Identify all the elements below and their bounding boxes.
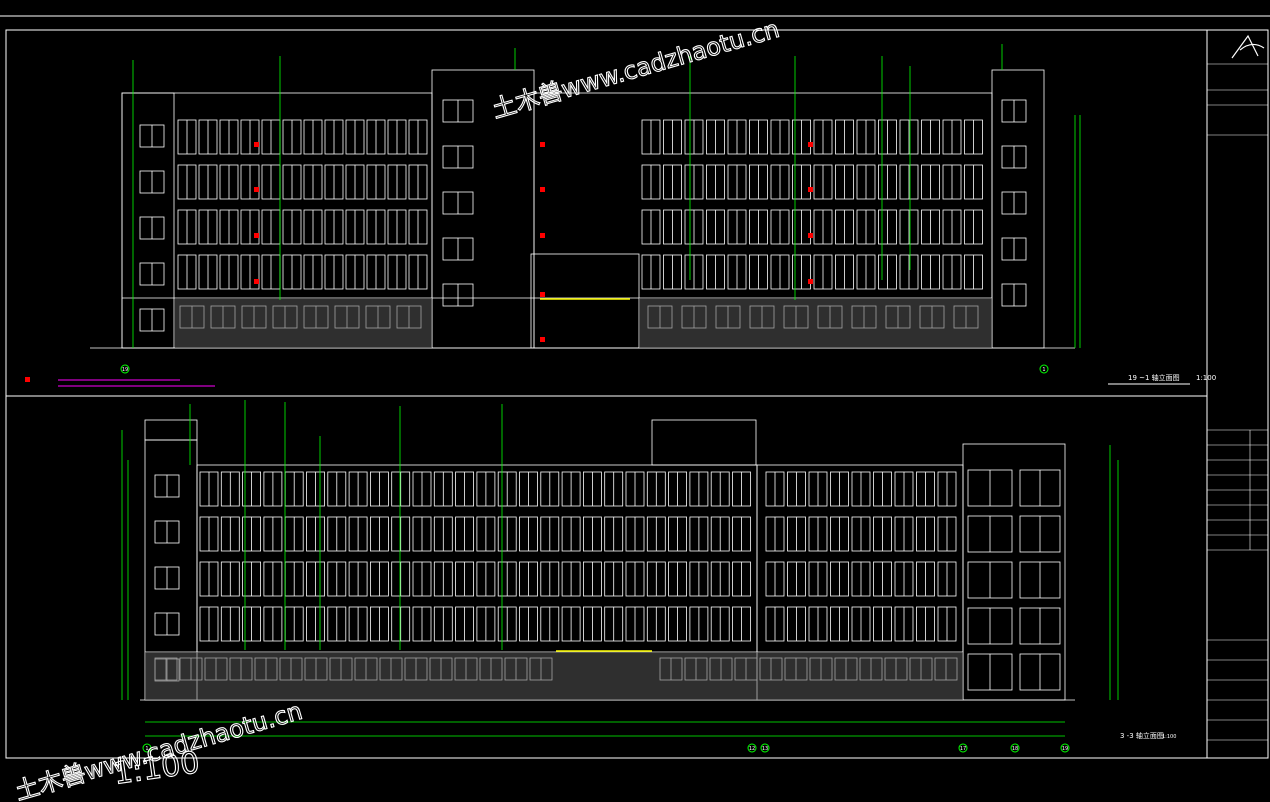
svg-text:土木兽www.cadzhaotu.cn: 土木兽www.cadzhaotu.cn (489, 15, 783, 124)
upper-elevation-scale: 1:100 (1196, 374, 1216, 382)
upper-notes (58, 379, 215, 387)
lower-axis-12: 12 (749, 746, 755, 752)
upper-axis-left: 19 (122, 367, 128, 373)
lower-axis-17: 17 (960, 746, 966, 752)
lower-leader-lines (121, 400, 1119, 737)
watermark-top: 土木兽www.cadzhaotu.cn (488, 14, 783, 124)
title-block (1207, 63, 1268, 741)
title-block-logo-icon (1231, 34, 1265, 59)
lower-elevation-title: 3 -3 轴立面图 (1120, 731, 1164, 740)
lower-axis-13: 13 (762, 746, 768, 752)
lower-axis-bubbles (142, 743, 1070, 753)
lower-base-texture (145, 652, 963, 700)
upper-leader-lines (132, 44, 1081, 348)
upper-base-texture (175, 298, 992, 348)
upper-axis-bubbles (120, 364, 1049, 374)
upper-red-markers (25, 142, 813, 382)
lower-axis-1: 1 (145, 746, 148, 752)
lower-elevation-scale: 1:100 (1162, 734, 1176, 740)
watermark-bottom: 土木兽www.cadzhaotu.cn (11, 696, 306, 802)
drawing-frame (0, 15, 1270, 759)
lower-axis-19: 19 (1062, 746, 1068, 752)
svg-text:土木兽www.cadzhaotu.cn: 土木兽www.cadzhaotu.cn (12, 697, 306, 802)
lower-axis-18: 18 (1012, 746, 1018, 752)
upper-elevation-title: 19 ~1 轴立面图 (1128, 373, 1180, 382)
upper-axis-right: 1 (1042, 367, 1045, 373)
